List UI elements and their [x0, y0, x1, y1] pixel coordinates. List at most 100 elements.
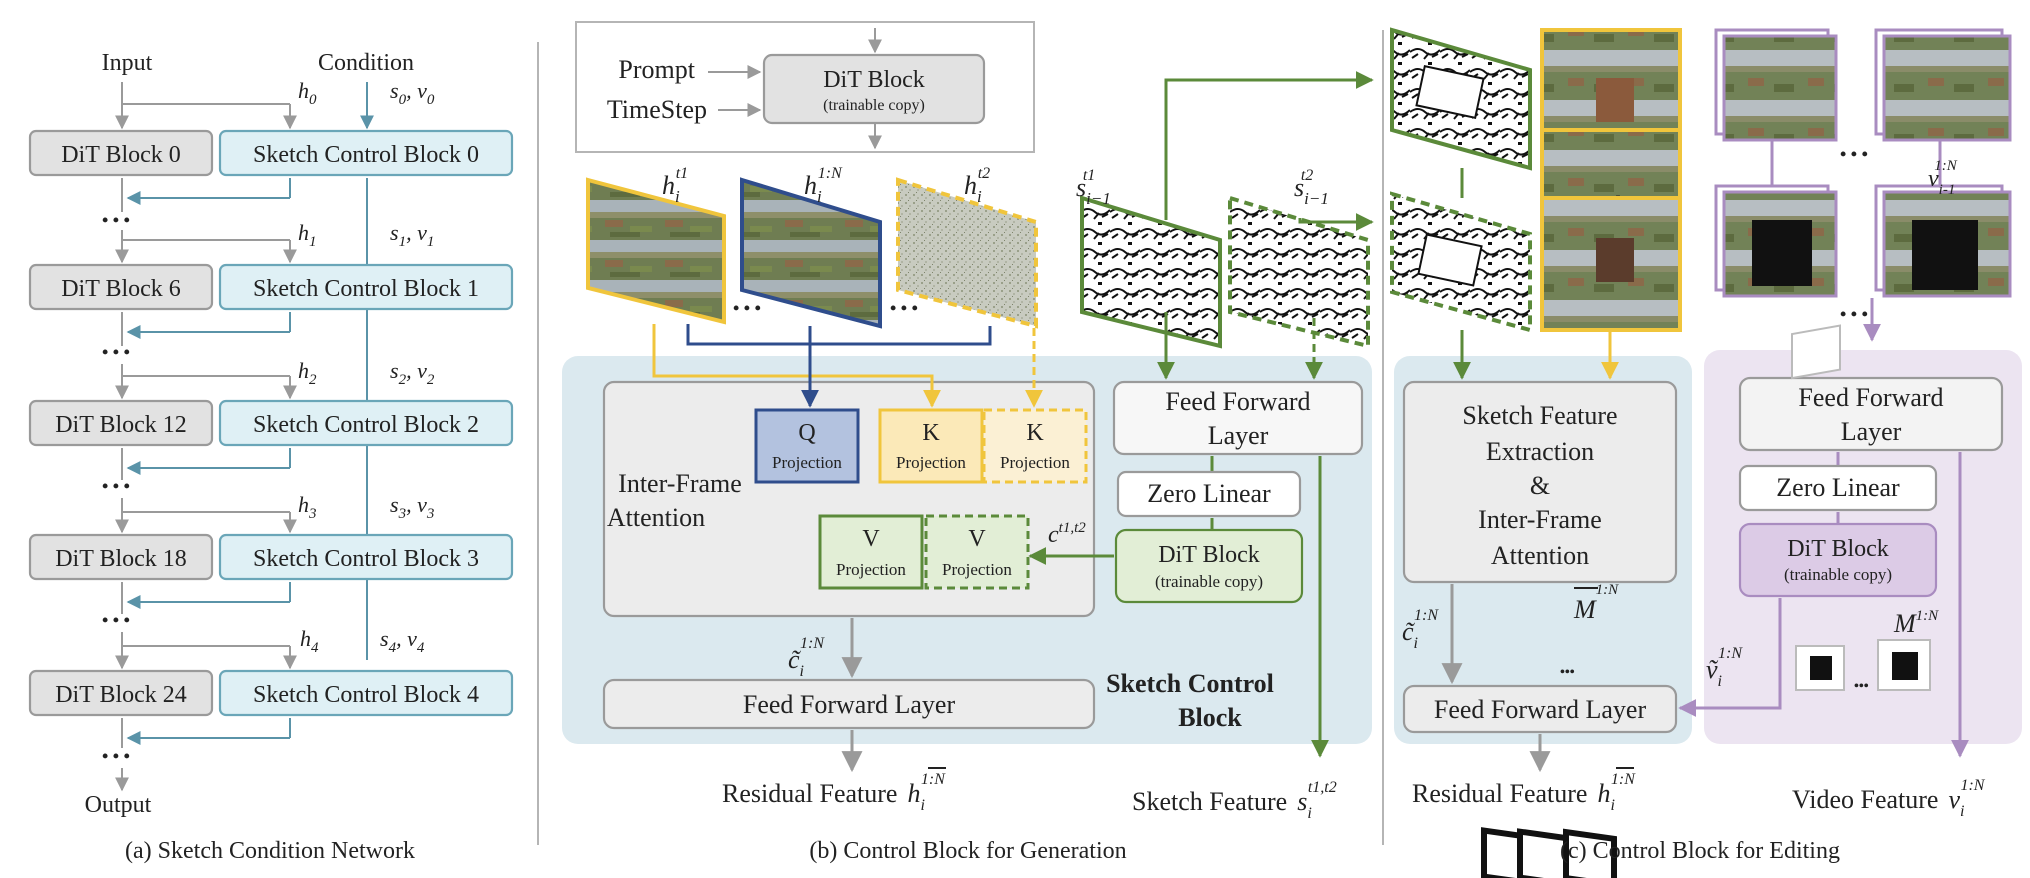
h-label: h0 [298, 78, 317, 108]
block-title: Block [1178, 703, 1242, 732]
dit-block: DiT Block 18 [55, 546, 187, 572]
v-label: vi-11:N [1928, 158, 1958, 198]
trainable-copy: (trainable copy) [823, 97, 925, 114]
dots: • • • [102, 610, 130, 630]
row-0: DiT Block 0 Sketch Control Block 0 h0 s0… [28, 78, 514, 230]
layer-c: Layer [1841, 417, 1902, 446]
row-4: DiT Block 24 Sketch Control Block 4 h4 s… [28, 626, 514, 792]
q-label: Q [798, 420, 815, 446]
sketch-control-block: Sketch Control Block 4 [253, 682, 479, 708]
dit-block-c: DiT Block [1787, 536, 1889, 562]
projection: Projection [896, 453, 966, 472]
attention-label: Attention [607, 503, 705, 532]
h-label: h3 [298, 492, 317, 522]
dit-block: DiT Block 0 [61, 142, 181, 168]
dit-block-green: DiT Block [1158, 542, 1260, 568]
projection: Projection [772, 453, 842, 472]
dots: • • • [102, 476, 130, 496]
dit-block-top: DiT Block [823, 67, 925, 93]
zero-linear-c: Zero Linear [1776, 473, 1900, 502]
sfe-line4: Inter-Frame [1478, 505, 1602, 534]
svg-text:•••: ••• [1854, 679, 1869, 694]
row-3: DiT Block 18 Sketch Control Block 3 h3 s… [28, 492, 514, 630]
sketch-control-block: Sketch Control Block 1 [253, 276, 479, 302]
dots: • • • [733, 298, 761, 318]
dit-block: DiT Block 24 [55, 682, 187, 708]
zero-linear: Zero Linear [1147, 479, 1271, 508]
v-label: V [862, 526, 880, 552]
sv-label: s4, v4 [380, 626, 425, 656]
sfe-line2: Extraction [1486, 437, 1594, 466]
frame-h-1N [740, 177, 882, 329]
k-label: K [1026, 420, 1044, 446]
inter-frame-label: Inter-Frame [618, 469, 742, 498]
dit-block: DiT Block 6 [61, 276, 181, 302]
sv-label: s0, v0 [390, 78, 435, 108]
frame-s-t2 [1228, 195, 1370, 349]
frame-s-t1 [1080, 195, 1222, 349]
sv-label: s3, v3 [390, 492, 434, 522]
input-label: Input [102, 50, 153, 76]
row-2: DiT Block 12 Sketch Control Block 2 h2 s… [28, 358, 514, 496]
h-t1-label: hit1 [662, 165, 688, 206]
caption-a: (a) Sketch Condition Network [125, 838, 415, 864]
projection: Projection [1000, 453, 1070, 472]
prompt-label: Prompt [618, 55, 695, 84]
caption-b: (b) Control Block for Generation [809, 838, 1126, 864]
s-t2-label: si−1t2 [1294, 167, 1329, 208]
dots: • • • [890, 298, 918, 318]
frame-h-t2 [896, 177, 1038, 329]
frame-h-t1 [586, 177, 726, 325]
m-label: M1:N [1893, 608, 1939, 638]
panel-c: ⋮ Sketch Feature Extraction & Inter-Fram… [1390, 27, 2022, 878]
video-frame [1722, 34, 1838, 142]
sv-label: s2, v2 [390, 358, 435, 388]
dots: • • • [102, 746, 130, 766]
ffl-label: Feed Forward Layer [743, 690, 956, 719]
h-label: h1 [298, 220, 317, 250]
layer-label: Layer [1208, 421, 1269, 450]
caption-c: (c) Control Block for Editing [1560, 838, 1840, 864]
projection: Projection [942, 560, 1012, 579]
h-label: h2 [298, 358, 317, 388]
k-label: K [922, 420, 940, 446]
h-t2-label: hit2 [964, 165, 990, 206]
dots: • • • [102, 210, 130, 230]
dots: • • • [1840, 144, 1868, 164]
trainable-copy: (trainable copy) [1155, 572, 1263, 591]
feed-forward-c: Feed Forward [1798, 383, 1943, 412]
sfe-line3: & [1530, 471, 1550, 500]
dots: • • • [102, 342, 130, 362]
trainable-copy-c: (trainable copy) [1784, 565, 1892, 584]
dots: • • • [1840, 304, 1868, 324]
sketch-control-block: Sketch Control Block 0 [253, 142, 479, 168]
v-label: V [968, 526, 986, 552]
feed-forward-label: Feed Forward [1165, 387, 1310, 416]
h-1N-label: hi1:N [804, 165, 843, 206]
h-label: h4 [300, 626, 319, 656]
dit-block: DiT Block 12 [55, 412, 187, 438]
sketch-control-title: Sketch Control [1106, 669, 1274, 698]
sfe-line1: Sketch Feature [1462, 401, 1617, 430]
row-1: DiT Block 6 Sketch Control Block 1 h1 s1… [28, 220, 514, 362]
ffl-c: Feed Forward Layer [1434, 695, 1647, 724]
v-tilde-label: ṽi1:N [1706, 645, 1743, 690]
timestep-label: TimeStep [607, 95, 707, 124]
svg-text:•••: ••• [1560, 665, 1575, 680]
sketch-control-block: Sketch Control Block 2 [253, 412, 479, 438]
video-frame [1882, 34, 2012, 142]
sv-label: s1, v1 [390, 220, 434, 250]
panel-b: DiT Block (trainable copy) Prompt TimeSt… [562, 21, 1374, 864]
sfe-line5: Attention [1491, 541, 1589, 570]
s-t1-label: si−1t1 [1076, 167, 1111, 208]
m-bar-label: M1:N [1573, 582, 1619, 624]
projection: Projection [836, 560, 906, 579]
condition-label: Condition [318, 50, 414, 76]
c-label: ct1,t2 [1048, 520, 1086, 548]
c-tilde-label: c̃i1:N [788, 635, 825, 680]
